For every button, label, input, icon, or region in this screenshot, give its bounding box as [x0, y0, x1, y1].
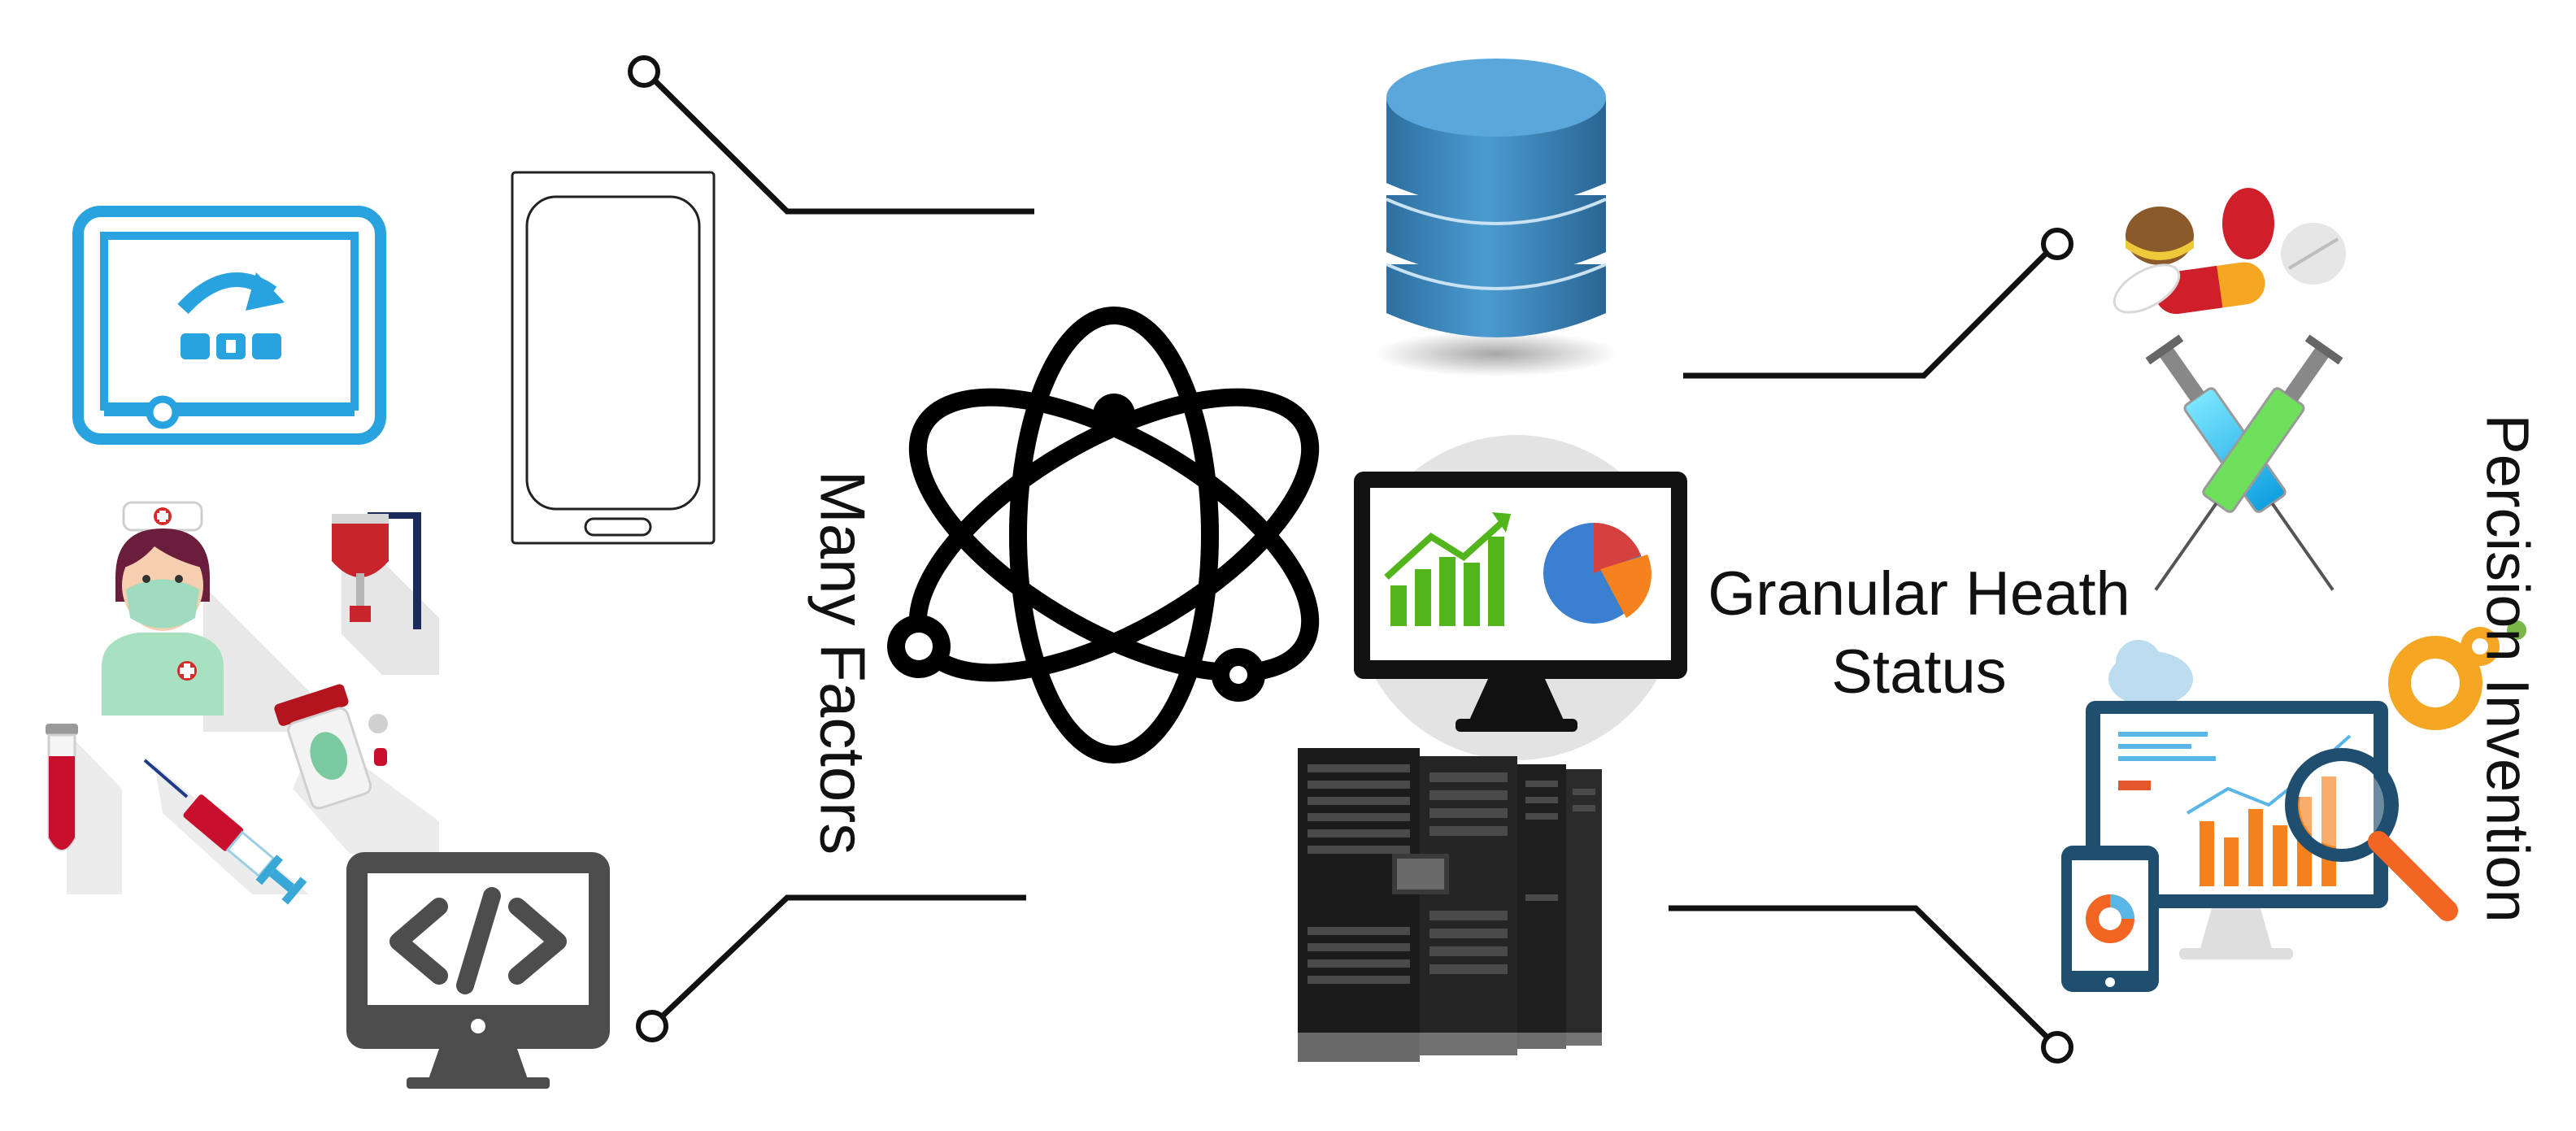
connector-bottom-left	[636, 894, 1026, 1042]
blood-test-tube-icon	[46, 724, 122, 894]
connector-top-left	[628, 55, 1034, 215]
server-rack-icon	[1298, 748, 1602, 1065]
granular-health-status-label-line1: Granular Heath	[1708, 559, 2130, 629]
precision-intervention-label: Percision Invention	[2474, 414, 2541, 922]
database-icon	[1374, 59, 1618, 376]
nurse-icon	[102, 501, 309, 732]
video-player-icon	[72, 206, 386, 445]
pills-icon	[2113, 188, 2346, 315]
syringe-icon	[143, 759, 309, 905]
iv-drip-icon	[332, 512, 439, 675]
connector-top-right	[1683, 228, 2073, 379]
crossed-syringes-icon	[2145, 334, 2343, 591]
atom-icon	[887, 307, 1320, 763]
code-monitor-icon	[346, 852, 610, 1089]
granular-health-status-label-line2: Status	[1831, 637, 2006, 707]
pill-bottle-icon	[274, 684, 439, 854]
connector-bottom-right	[1669, 905, 2073, 1064]
analytics-monitor-icon	[1354, 435, 1687, 760]
smartphone-icon	[511, 171, 716, 545]
data-dashboard-icon	[2061, 620, 2526, 992]
many-factors-label: Many Factors	[807, 471, 878, 855]
